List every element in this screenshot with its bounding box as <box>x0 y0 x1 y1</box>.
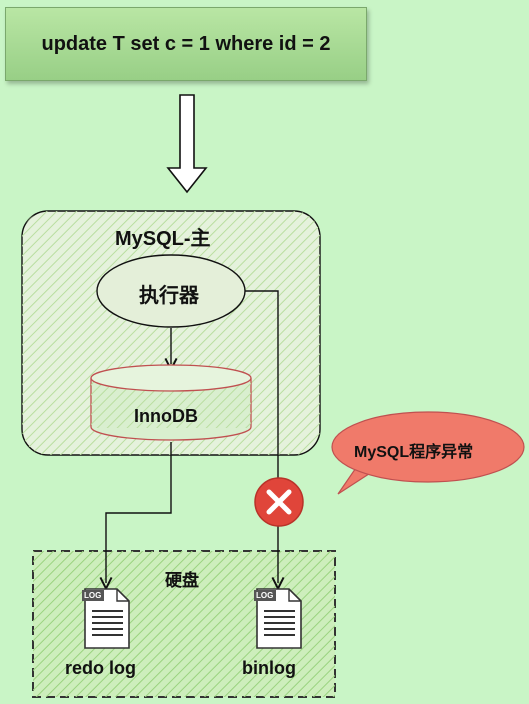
error-bubble <box>331 411 525 495</box>
redo-log-file-icon <box>82 588 130 649</box>
mysql-box-title: MySQL-主 <box>115 228 211 250</box>
down-arrow-icon <box>166 94 208 194</box>
binlog-label: binlog <box>242 658 296 678</box>
sql-statement-text: update T set c = 1 where id = 2 <box>41 32 331 55</box>
disk-title: 硬盘 <box>165 571 199 590</box>
error-bubble-text: MySQL程序异常 <box>354 444 474 461</box>
executor-label: 执行器 <box>139 285 199 307</box>
innodb-cylinder <box>90 364 252 441</box>
redo-log-label: redo log <box>65 658 136 678</box>
binlog-file-icon <box>254 588 302 649</box>
redo-log-badge: LOG <box>84 591 102 600</box>
innodb-label: InnoDB <box>134 406 198 426</box>
binlog-badge: LOG <box>256 591 274 600</box>
sql-statement-box: update T set c = 1 where id = 2 <box>5 7 367 81</box>
error-x-icon <box>254 477 304 527</box>
innodb-to-redolog-line <box>106 442 172 583</box>
